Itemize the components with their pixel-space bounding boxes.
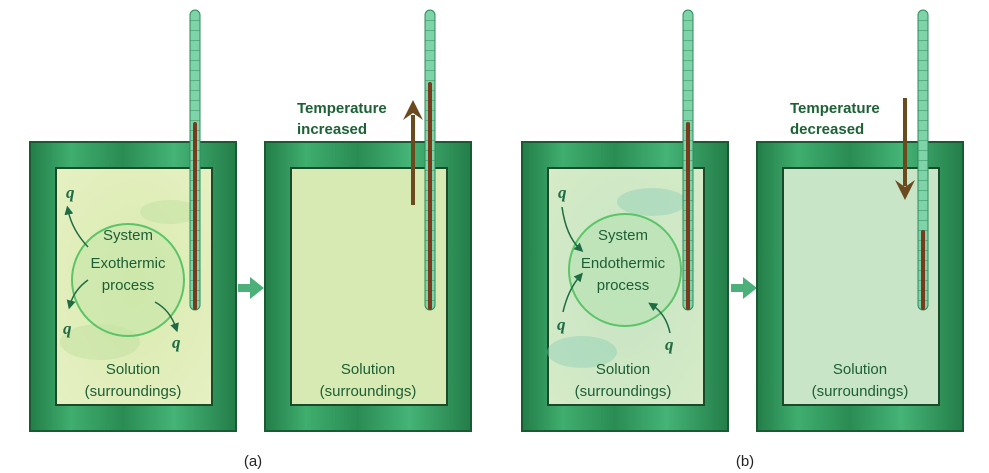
solution-label: Solution: [596, 361, 650, 378]
mercury-column: [193, 122, 197, 310]
panel-a-before: [29, 141, 237, 432]
temperature-up-arrow: [403, 100, 423, 205]
temperature-label: Temperature: [790, 100, 880, 117]
temperature-label: Temperature: [297, 100, 387, 117]
system-circle: [568, 213, 682, 327]
heat-in-arrow: [648, 302, 671, 334]
thermometer: [424, 9, 436, 311]
temperature-label: increased: [297, 121, 367, 138]
process-label: process: [102, 277, 155, 294]
heat-out-arrow: [66, 279, 89, 310]
solution-label: Solution: [833, 361, 887, 378]
solution-label: Solution: [341, 361, 395, 378]
step-arrow: [238, 277, 264, 299]
solution-swirl: [547, 336, 617, 368]
solution-label: (surroundings): [812, 383, 909, 400]
heat-symbol: q: [665, 335, 674, 354]
heat-symbol: q: [66, 183, 75, 202]
panel-b-before: [521, 141, 729, 432]
caption-b: (b): [736, 453, 754, 470]
step-arrow: [731, 277, 757, 299]
process-label: Endothermic: [581, 255, 666, 272]
heat-symbol: q: [557, 315, 566, 334]
process-label: process: [597, 277, 650, 294]
system-label: System: [598, 227, 648, 244]
solution: [290, 167, 448, 406]
solution-label: (surroundings): [575, 383, 672, 400]
heat-in-arrow: [561, 206, 584, 253]
mercury-column: [921, 230, 925, 310]
heat-symbol: q: [558, 183, 567, 202]
thermometer: [682, 9, 694, 311]
thermometer: [917, 9, 929, 311]
system-circle: [71, 223, 185, 337]
heat-symbol: q: [63, 319, 72, 338]
mercury-column: [428, 82, 432, 310]
caption-a: (a): [244, 453, 262, 470]
temperature-label: decreased: [790, 121, 864, 138]
panel-a-after: [264, 141, 472, 432]
solution-swirl: [140, 200, 200, 224]
heat-out-arrow: [64, 205, 89, 248]
heat-in-arrow: [562, 272, 583, 313]
temperature-down-arrow: [895, 98, 915, 200]
solution-label: (surroundings): [85, 383, 182, 400]
solution: [782, 167, 940, 406]
mercury-column: [686, 122, 690, 310]
heat-out-arrow: [154, 301, 179, 333]
solution-swirl: [617, 188, 687, 216]
process-label: Exothermic: [90, 255, 166, 272]
panel-b-after: [756, 141, 964, 432]
solution-label: Solution: [106, 361, 160, 378]
heat-symbol: q: [172, 333, 181, 352]
solution-label: (surroundings): [320, 383, 417, 400]
system-label: System: [103, 227, 153, 244]
thermometer: [189, 9, 201, 311]
